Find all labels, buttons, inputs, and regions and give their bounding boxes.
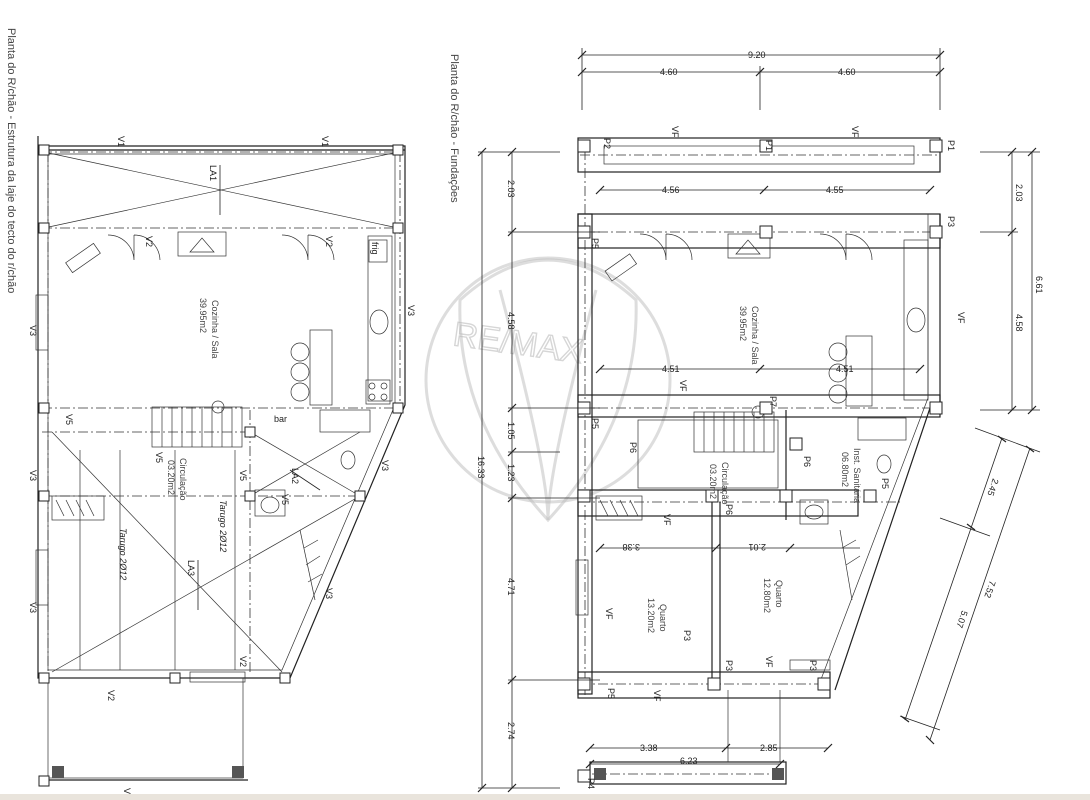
pillar-label: P1	[764, 140, 774, 151]
beam-label: V3	[28, 470, 38, 481]
beam-label: V1	[320, 136, 330, 147]
dim-left-5: 4.71	[506, 578, 516, 596]
dim-diag-total: 7.52	[982, 579, 997, 599]
beam-label: V3	[406, 305, 416, 316]
footing-label: VF	[764, 656, 774, 668]
beam-label: V5	[280, 494, 290, 505]
pillar-label: P3	[946, 216, 956, 227]
dim-bottom-total: 6.23	[680, 756, 698, 766]
dim-left-total: 16.33	[476, 456, 486, 479]
dim-inner-a: 4.56	[662, 185, 680, 195]
footing-label: VF	[652, 690, 662, 702]
beam-label: V5	[64, 414, 74, 425]
pillar-label: P7	[768, 396, 778, 407]
footing-label: VF	[956, 312, 966, 324]
beam-label: V5	[154, 452, 164, 463]
bar-label: bar	[274, 414, 287, 424]
fridge-label: frig	[370, 242, 380, 255]
room-area: 03.20m2	[166, 460, 176, 495]
slab-label: LA3	[186, 560, 196, 576]
dim-room-b: 2.01	[748, 542, 766, 552]
footing-label: VF	[670, 126, 680, 138]
tie-label: Tarugo 2Ø12	[218, 500, 228, 552]
pillar-label: P6	[724, 504, 734, 515]
room-area: 39.95m2	[738, 306, 748, 341]
pillar-label: P6	[628, 442, 638, 453]
tie-label: Tarugo 2Ø12	[118, 528, 128, 580]
beam-label: V3	[28, 602, 38, 613]
pillar-label: P5	[606, 688, 616, 699]
dim-mid-b: 4.51	[836, 364, 854, 374]
dim-top-total: 9.20	[748, 50, 766, 60]
footing-label: VF	[604, 608, 614, 620]
right-foundation-plan: P2 P1 P1 P3 P3 P3 P3 P4 P5 P5 P5 P5 P6 P…	[575, 126, 966, 789]
beam-label: V4	[122, 788, 132, 799]
pillar-label: P3	[808, 660, 818, 671]
slab-label: LA1	[208, 165, 218, 181]
pillar-label: P1	[946, 140, 956, 151]
room-area: 13.20m2	[646, 598, 656, 633]
dim-top-a: 4.60	[660, 67, 678, 77]
beam-label: V3	[380, 460, 390, 471]
beam-label: V3	[324, 588, 334, 599]
dim-top-b: 4.60	[838, 67, 856, 77]
footing-label: VF	[662, 514, 672, 526]
room-area: 39.95m2	[198, 298, 208, 333]
pillar-label: P2	[602, 138, 612, 149]
left-plan-title: Planta do R/chão - Estrutura da laje do …	[5, 28, 17, 293]
beam-label: V1	[116, 136, 126, 147]
dim-right-2: 4.58	[1014, 314, 1024, 332]
beam-label: V2	[238, 656, 248, 667]
room-name: Quarto	[658, 604, 668, 632]
dim-mid-a: 4.51	[662, 364, 680, 374]
room-name: Quarto	[774, 580, 784, 608]
beam-label: V5	[238, 470, 248, 481]
dim-left-1: 2.03	[506, 180, 516, 198]
dim-diag-2: 5.07	[954, 609, 969, 629]
beam-label: V2	[144, 236, 154, 247]
dim-left-6: 2.74	[506, 722, 516, 740]
middle-plan-title: Planta do R/chão - Fundações	[448, 54, 460, 203]
slab-label: LA2	[290, 468, 300, 484]
room-area: 06.80m2	[840, 452, 850, 487]
room-name: Circulação	[720, 462, 730, 505]
dim-left-2: 4.58	[506, 312, 516, 330]
dim-bottom-a: 3.38	[640, 743, 658, 753]
dim-room-a: 3.38	[622, 542, 640, 552]
watermark-logo: RE/MAX	[424, 256, 672, 523]
dim-bottom-b: 2.85	[760, 743, 778, 753]
dim-inner-b: 4.55	[826, 185, 844, 195]
dim-left-3: 1.05	[506, 422, 516, 440]
room-area: 03.20m2	[708, 464, 718, 499]
footing-label: VF	[678, 380, 688, 392]
footing-label: VF	[850, 126, 860, 138]
beam-label: V2	[324, 236, 334, 247]
room-name: Inst. Sanitária	[852, 448, 862, 503]
pillar-label: P6	[802, 456, 812, 467]
pillar-label: P5	[590, 418, 600, 429]
pillar-label: P3	[724, 660, 734, 671]
pillar-label: P4	[586, 778, 596, 789]
dim-right-1: 2.03	[1014, 184, 1024, 202]
room-area: 12.80m2	[762, 578, 772, 613]
dim-left-4: 1.23	[506, 464, 516, 482]
beam-label: V3	[28, 325, 38, 336]
pillar-label: P5	[590, 238, 600, 249]
room-name: Cozinha / Sala	[210, 300, 220, 359]
pillar-label: P3	[682, 630, 692, 641]
left-structure-plan: V1 V1 V2 V2 V2 V2 V3 V3 V3 V3 V3 V3 V4 V…	[28, 136, 416, 799]
dim-right-total: 6.61	[1034, 276, 1044, 294]
room-name: Circulação	[178, 458, 188, 501]
pillar-label: P5	[880, 478, 890, 489]
beam-label: V2	[106, 690, 116, 701]
room-name: Cozinha / Sala	[750, 306, 760, 365]
